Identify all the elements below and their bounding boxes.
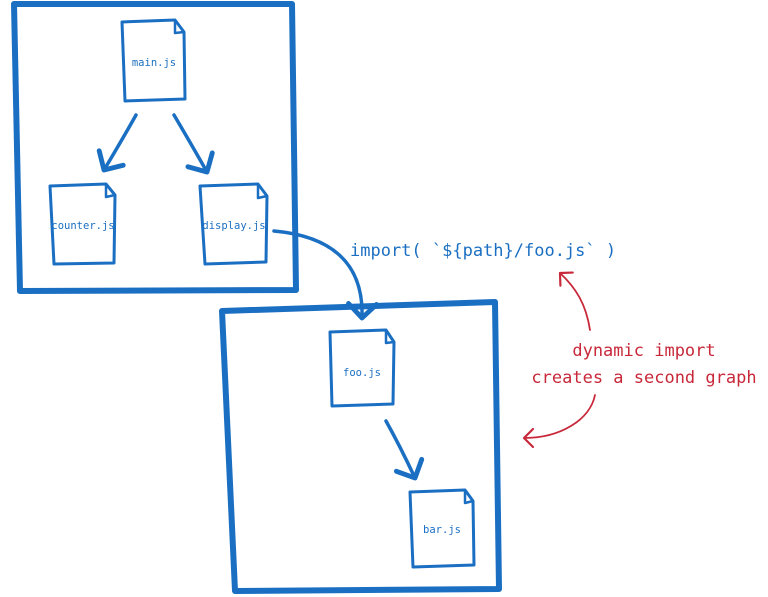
document-icon xyxy=(198,182,269,266)
file-label-bar-js: bar.js xyxy=(423,524,461,536)
file-label-counter-js: counter.js xyxy=(51,220,114,232)
module-graph-two: foo.js bar.js xyxy=(219,299,502,594)
file-node-main-js: main.js xyxy=(120,18,187,103)
annotation-line-1: dynamic import xyxy=(572,341,715,361)
document-icon xyxy=(120,18,187,103)
document-icon xyxy=(48,182,117,266)
file-node-bar-js: bar.js xyxy=(408,488,476,569)
graph-one-frame xyxy=(11,1,299,294)
annotation-arrow-to-expression xyxy=(558,271,591,331)
annotation-line-2: creates a second graph xyxy=(531,368,756,388)
import-arrow-foo-to-bar xyxy=(384,419,425,481)
annotation-callout: dynamic import creates a second graph xyxy=(522,271,757,449)
dynamic-import-arrow xyxy=(272,229,379,321)
page-fold-icon xyxy=(256,184,268,200)
file-label-display-js: display.js xyxy=(202,220,265,232)
document-icon xyxy=(408,488,476,569)
page-fold-icon xyxy=(384,330,395,345)
import-arrow-main-to-counter xyxy=(96,113,138,173)
annotation-arrow-to-second-graph xyxy=(522,394,596,449)
document-icon xyxy=(328,328,396,408)
import-arrow-main-to-display xyxy=(172,113,215,175)
file-label-main-js: main.js xyxy=(132,57,176,69)
module-graph-one: main.js counter.js display.js xyxy=(11,1,299,294)
page-fold-icon xyxy=(463,490,474,505)
import-expression-label: import( `${path}/foo.js` ) xyxy=(350,241,616,261)
file-label-foo-js: foo.js xyxy=(343,367,381,379)
page-fold-icon xyxy=(104,184,116,199)
file-node-foo-js: foo.js xyxy=(328,328,396,408)
page-fold-icon xyxy=(173,20,185,35)
graph-two-frame xyxy=(219,299,502,594)
file-node-display-js: display.js xyxy=(198,182,269,266)
file-node-counter-js: counter.js xyxy=(48,182,117,266)
